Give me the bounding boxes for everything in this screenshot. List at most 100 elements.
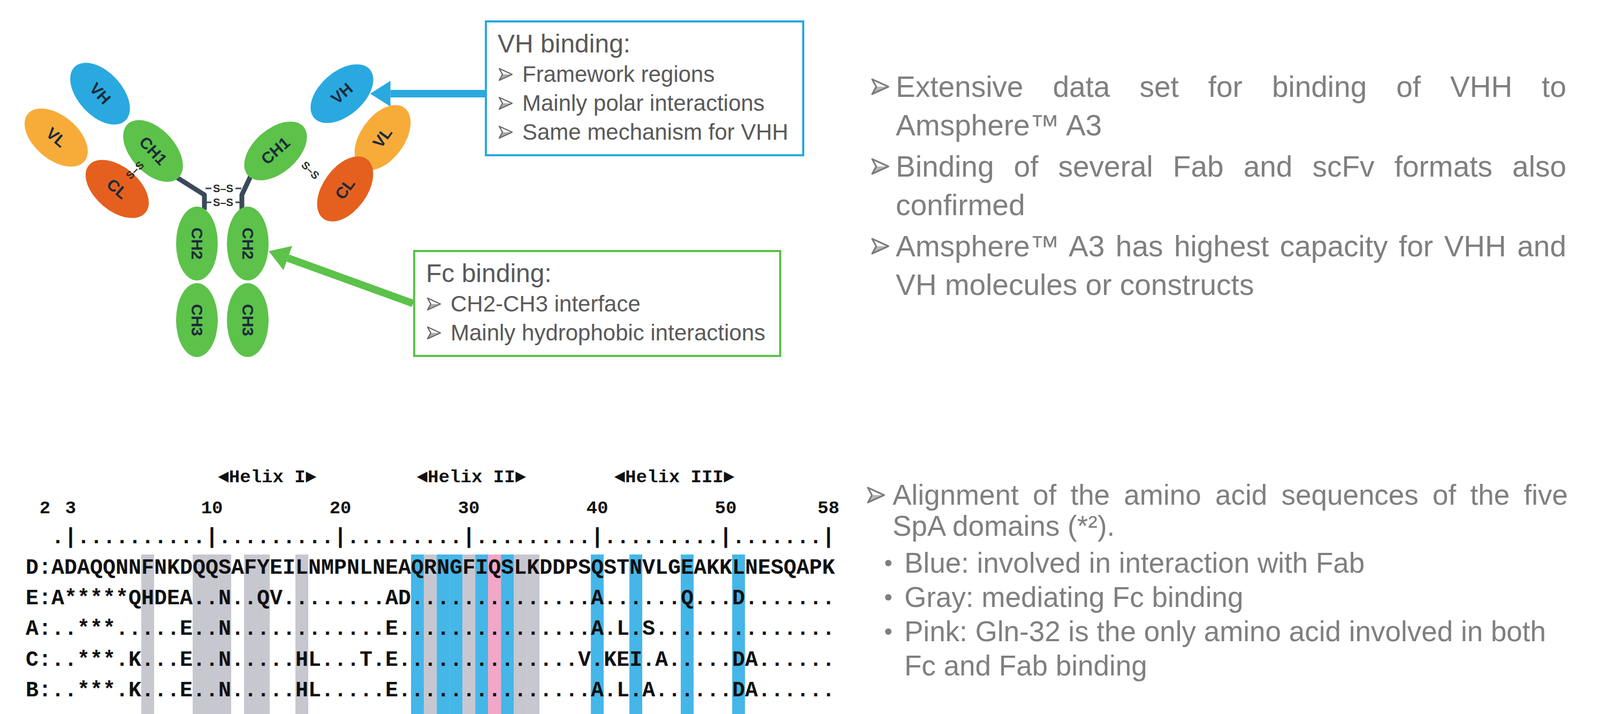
- dot-bullet-shape: [885, 628, 892, 635]
- dot-bullet: [884, 627, 893, 636]
- alignment-text: 30: [458, 497, 480, 520]
- bullet-text: Same mechanism for VHH: [522, 117, 789, 147]
- arrow-bullet-shape: [499, 126, 513, 139]
- alignment-text: C:..***.K...E..N.....HL...T.E...........…: [25, 647, 835, 674]
- binding-arrow: [370, 80, 485, 107]
- dot-bullet-shape: [885, 593, 892, 601]
- antibody-domain: CH2: [175, 206, 219, 281]
- arrow-bullet: [425, 324, 443, 341]
- alignment-text: 3: [65, 497, 76, 520]
- disulfide-label: S–S: [212, 183, 234, 194]
- dot-bullet-shape: [885, 559, 892, 567]
- note-text: Pink: Gln-32 is the only amino acid invo…: [904, 614, 1568, 683]
- arrow-bullet-shape: [872, 79, 889, 95]
- arrow-bullet: [865, 484, 887, 506]
- arrow-shaft: [390, 89, 485, 98]
- note-text: Gray: mediating Fc binding: [904, 580, 1568, 615]
- arrow-bullet: [497, 124, 514, 141]
- note-text: Amsphere™ A3 has highest capacity for VH…: [895, 226, 1567, 304]
- alignment-text: 58: [817, 497, 840, 520]
- arrow-bullet-shade: [427, 332, 441, 339]
- disulfide-bond: [235, 201, 242, 204]
- arrow-bullet-shape: [499, 68, 513, 81]
- arrow-bullet-shape: [872, 238, 889, 254]
- disulfide-bond: [235, 187, 242, 190]
- arrow-bullet-shape: [867, 487, 885, 503]
- note-text: Blue: involved in interaction with Fab: [904, 545, 1568, 581]
- alignment-text: ◄Helix III►: [614, 466, 735, 489]
- bullet-row: Framework regions: [497, 59, 789, 89]
- note-text: Alignment of the amino acid sequences of…: [892, 479, 1568, 542]
- antibody-domain: CH1: [232, 109, 319, 193]
- domain-label: CH2: [175, 206, 219, 281]
- arrow-bullet-shade: [872, 86, 889, 95]
- bullet-holder: [870, 156, 891, 179]
- disulfide-bond: [205, 201, 212, 204]
- bullet-holder: [884, 592, 893, 604]
- arrow-shaft: [287, 257, 414, 304]
- arrow-bullet-shape: [499, 97, 513, 110]
- arrow-bullet-shape: [872, 158, 889, 174]
- hinge-line: [175, 176, 205, 210]
- bullet-text: Mainly hydrophobic interactions: [450, 318, 766, 348]
- bullet-row: Mainly polar interactions: [497, 88, 789, 118]
- arrow-bullet-shade: [499, 103, 513, 110]
- arrow-bullet-shape: [427, 326, 441, 339]
- binding-info-box: Fc binding:CH2-CH3 interfaceMainly hydro…: [413, 249, 782, 357]
- disulfide-label: S–S: [212, 196, 234, 208]
- alignment-text: ◄Helix I►: [217, 466, 317, 489]
- domain-shape: [176, 283, 218, 357]
- binding-info-box: VH binding:Framework regionsMainly polar…: [484, 20, 805, 157]
- domain-label: CH1: [232, 109, 319, 193]
- alignment-text: B:..***.K...E..N.....HL.....E...........…: [25, 677, 835, 704]
- box-heading: Fc binding:: [425, 257, 766, 290]
- arrow-bullet: [425, 295, 443, 312]
- arrow-bullet-shade: [427, 303, 441, 310]
- bullet-text: Mainly polar interactions: [522, 88, 765, 118]
- alignment-text: 40: [586, 497, 609, 520]
- bullet-holder: [884, 558, 893, 570]
- arrow-bullet: [497, 95, 514, 112]
- arrow-bullet-shape: [427, 298, 441, 310]
- alignment-text: .|..........|.........|.........|.......…: [51, 524, 835, 551]
- domain-shape: [176, 206, 218, 281]
- domain-label: CH2: [226, 206, 270, 281]
- domain-shape: [226, 206, 269, 281]
- bullet-holder: [865, 484, 887, 508]
- arrow-bullet: [870, 156, 891, 177]
- bullet-holder: [884, 627, 893, 638]
- arrow-bullet-shade: [499, 132, 513, 139]
- bullet-row: CH2-CH3 interface: [425, 289, 766, 319]
- arrow-bullet-shade: [872, 166, 889, 174]
- arrow-bullet-shade: [867, 494, 885, 503]
- bullet-holder: [870, 235, 891, 259]
- note-text: Extensive data set for binding of VHH to…: [895, 67, 1567, 145]
- antibody-domain: CH3: [175, 282, 219, 358]
- domain-shape: [226, 283, 269, 357]
- arrow-bullet: [870, 235, 891, 257]
- bullet-holder: [870, 76, 891, 99]
- arrow-bullet: [870, 76, 891, 97]
- disulfide-bond: [205, 187, 212, 190]
- alignment-text: 2: [39, 497, 51, 520]
- bullet-text: Framework regions: [522, 59, 715, 89]
- alignment-text: 10: [201, 497, 224, 520]
- dot-bullet: [884, 558, 893, 568]
- alignment-text: ◄Helix II►: [416, 466, 527, 489]
- alignment-text: 50: [714, 497, 737, 520]
- bullet-row: Same mechanism for VHH: [497, 117, 789, 147]
- alignment-text: A:..***.....E..N............E...........…: [25, 616, 835, 643]
- alignment-text: 20: [329, 497, 352, 520]
- bullet-row: Mainly hydrophobic interactions: [425, 318, 766, 348]
- antibody-domain: CH3: [226, 282, 270, 358]
- antibody-domain: CH2: [226, 206, 270, 281]
- hinge-line: [241, 176, 251, 210]
- arrow-bullet-shade: [872, 246, 889, 254]
- disulfide-label: S–S: [299, 159, 322, 182]
- arrow-head: [370, 80, 391, 107]
- bullet-text: CH2-CH3 interface: [450, 289, 641, 319]
- note-text: Binding of several Fab and scFv formats …: [895, 147, 1567, 225]
- arrow-bullet: [497, 66, 514, 83]
- alignment-text: E:A*****QHDEA..N..QV........AD..........…: [25, 585, 835, 612]
- domain-label: CH3: [226, 282, 270, 358]
